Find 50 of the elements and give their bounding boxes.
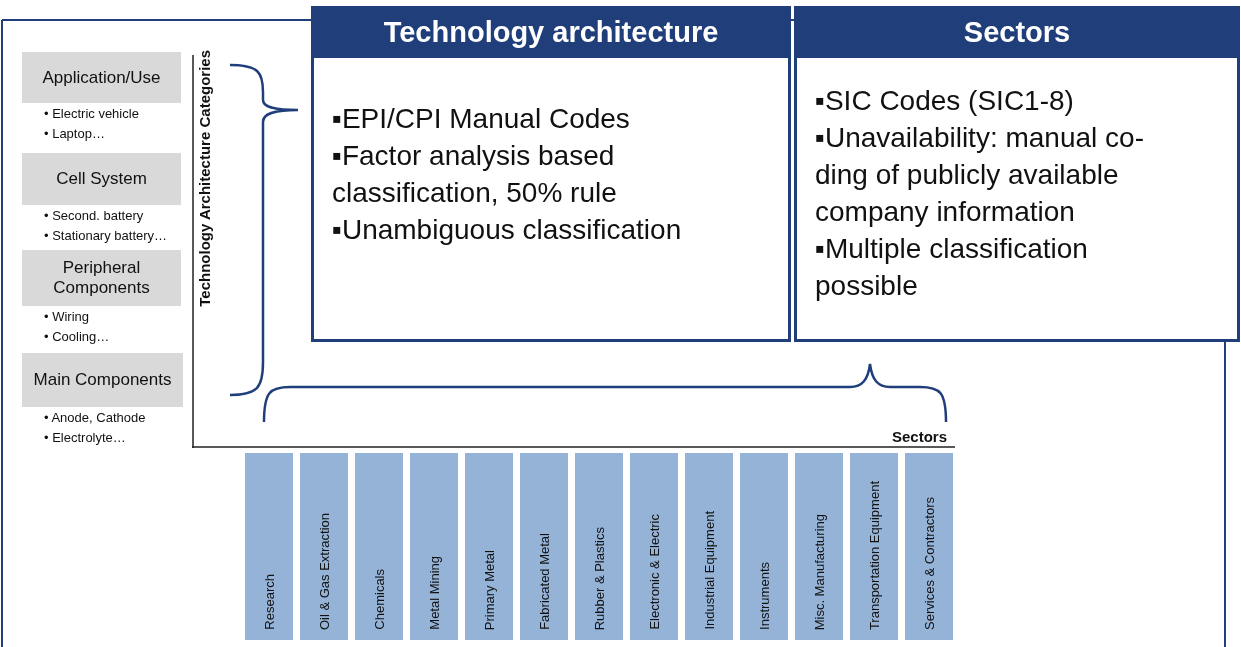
category-box: Main Components <box>22 353 183 407</box>
panel-header: Technology architecture <box>311 6 791 58</box>
bullet-item: • Second. battery <box>44 207 145 225</box>
bar-label: Services & Contractors <box>921 497 937 630</box>
bar-label: Misc. Manufacturing <box>811 513 827 630</box>
sector-bar <box>850 453 898 640</box>
bullet-item: • Anode, Cathode <box>44 409 147 427</box>
panel-header: Sectors <box>794 6 1240 58</box>
bullet-item: • Stationary battery… <box>44 227 169 245</box>
bullet-item: • Cooling… <box>44 328 111 346</box>
category-box: Cell System <box>22 153 181 205</box>
sector-bar <box>245 453 293 640</box>
bar-label: Transportation Equipment <box>866 480 882 630</box>
bar-label: Oil & Gas Extraction <box>316 512 332 630</box>
bullet-text: ▪SIC Codes (SIC1-8) <box>815 84 1075 118</box>
sector-bar <box>575 453 623 640</box>
info-panel <box>311 6 791 342</box>
sector-bar <box>740 453 788 640</box>
bar-label: Industrial Equipment <box>701 511 717 630</box>
sector-bar <box>300 453 348 640</box>
sector-bar <box>685 453 733 640</box>
bar-label: Instruments <box>756 562 772 630</box>
bullet-text: ▪Unavailability: manual co-ding of publicly available company information <box>815 121 1145 229</box>
axis-label: Sectors <box>892 428 948 445</box>
sector-bar <box>795 453 843 640</box>
sector-bar <box>410 453 458 640</box>
bullet-item: • Electrolyte… <box>44 429 127 447</box>
bar-label: Metal Mining <box>426 556 442 630</box>
bullet-item: • Laptop… <box>44 125 106 143</box>
info-panel <box>794 6 1240 342</box>
axis-label: Technology Architecture Categories <box>196 50 213 307</box>
bullet-text: ▪Factor analysis based classification, 50% rule <box>332 139 618 210</box>
bullet-text: ▪EPI/CPI Manual Codes <box>332 102 631 136</box>
bullet-text: ▪Multiple classification possible <box>815 232 1089 303</box>
bar-label: Research <box>261 574 277 630</box>
category-box: Application/Use <box>22 52 181 103</box>
bar-label: Chemicals <box>371 569 387 630</box>
sector-bar <box>520 453 568 640</box>
bar-label: Rubber & Plastics <box>591 526 607 630</box>
sector-bar <box>465 453 513 640</box>
bar-label: Primary Metal <box>481 549 497 630</box>
bar-label: Fabricated Metal <box>536 533 552 630</box>
sector-bar <box>630 453 678 640</box>
bullet-item: • Wiring <box>44 308 90 326</box>
sector-bar <box>905 453 953 640</box>
bullet-text: ▪Unambiguous classification <box>332 213 683 247</box>
sector-bar <box>355 453 403 640</box>
category-box: Peripheral Components <box>22 250 181 306</box>
bullet-item: • Electric vehicle <box>44 105 140 123</box>
bar-label: Electronic & Electric <box>646 514 662 630</box>
